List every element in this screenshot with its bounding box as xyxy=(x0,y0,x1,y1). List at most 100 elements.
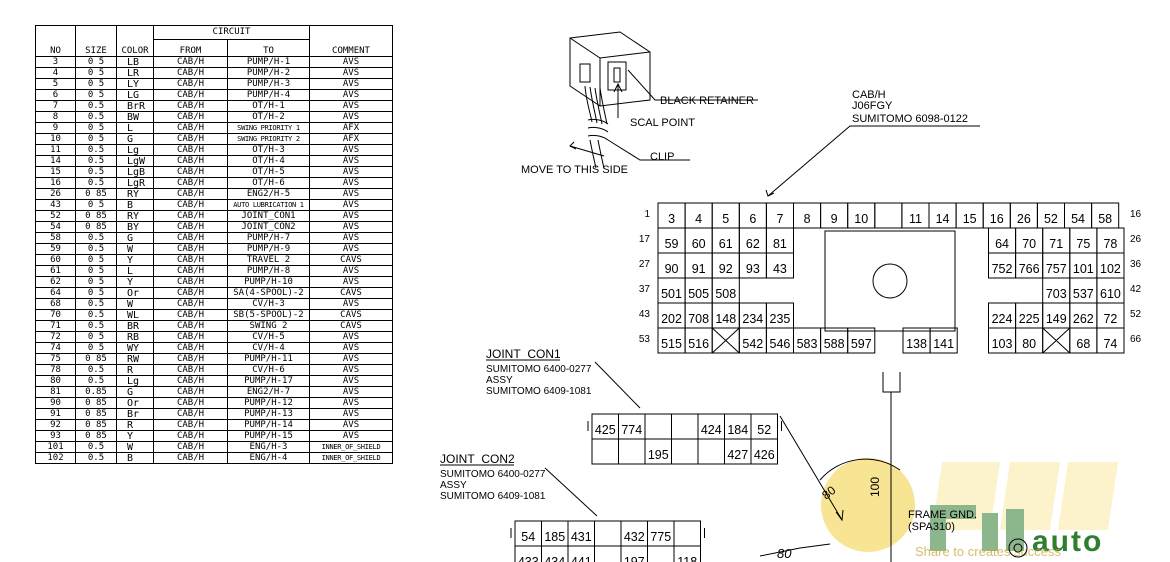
pin-number: 515 xyxy=(661,337,682,351)
pin-number: 54 xyxy=(521,530,535,544)
scal-point-label: SCAL POINT xyxy=(630,117,695,129)
pin-number: 102 xyxy=(1100,262,1121,276)
pin-number: 546 xyxy=(770,337,791,351)
jc2-line1: SUMITOMO 6400-0277 xyxy=(440,469,546,480)
pin-number: 583 xyxy=(797,337,818,351)
pin-cell xyxy=(644,413,672,440)
pin-number: 92 xyxy=(719,262,733,276)
pin-number: 195 xyxy=(648,448,669,462)
jc1-leader-line xyxy=(594,361,641,409)
pin-number: 71 xyxy=(1049,237,1063,251)
pin-number: 7 xyxy=(776,212,783,226)
pin-number: 235 xyxy=(770,312,791,326)
pin-number: 185 xyxy=(544,530,565,544)
pin-number: 138 xyxy=(906,337,927,351)
pin-number: 508 xyxy=(715,287,736,301)
jc2-line2: ASSY xyxy=(440,480,467,491)
pin-cell xyxy=(697,438,725,465)
pin-cell xyxy=(765,252,795,279)
jc2-leader-line xyxy=(544,467,598,517)
watermark-brand: auto xyxy=(1032,525,1103,558)
row-end-number: 26 xyxy=(1130,234,1142,245)
cab-leader-line xyxy=(767,125,980,197)
jc2-line3: SUMITOMO 6409-1081 xyxy=(440,491,546,502)
jc1-line2: ASSY xyxy=(486,375,513,386)
clip-label: CLIP xyxy=(650,151,674,163)
pin-number: 58 xyxy=(1098,212,1112,226)
pin-number: 14 xyxy=(936,212,950,226)
pin-number: 61 xyxy=(719,237,733,251)
pin-number: 70 xyxy=(1022,237,1036,251)
pin-cell xyxy=(673,520,701,547)
pin-cell xyxy=(750,438,778,465)
pin-number: 9 xyxy=(831,212,838,226)
pin-number: 610 xyxy=(1100,287,1121,301)
pin-number: 3 xyxy=(668,212,675,226)
pin-number: 441 xyxy=(571,555,592,562)
pin-number: 5 xyxy=(722,212,729,226)
jc2-title: JOINT_CON2 xyxy=(440,452,515,466)
pin-number: 537 xyxy=(1073,287,1094,301)
pin-number: 62 xyxy=(746,237,760,251)
pin-number: 72 xyxy=(1103,312,1117,326)
pin-number: 8 xyxy=(804,212,811,226)
pin-number: 184 xyxy=(727,423,748,437)
frame-gnd-part: (SPA310) xyxy=(908,521,955,533)
row-start-number: 53 xyxy=(639,334,651,345)
pin-number: 774 xyxy=(621,423,642,437)
pin-number: 425 xyxy=(595,423,616,437)
pin-cell xyxy=(594,545,622,562)
pin-number: 26 xyxy=(1017,212,1031,226)
pin-number: 432 xyxy=(624,530,645,544)
pin-number: 64 xyxy=(995,237,1009,251)
latch-hole xyxy=(872,263,908,299)
pin-number: 149 xyxy=(1046,312,1067,326)
pin-number: 262 xyxy=(1073,312,1094,326)
pin-number: 141 xyxy=(933,337,954,351)
pin-number: 505 xyxy=(688,287,709,301)
pin-number: 75 xyxy=(1076,237,1090,251)
pin-number: 588 xyxy=(824,337,845,351)
pin-number: 597 xyxy=(851,337,872,351)
jc1-line3: SUMITOMO 6409-1081 xyxy=(486,386,592,397)
pin-cell xyxy=(671,413,699,440)
pin-number: 757 xyxy=(1046,262,1067,276)
pin-number: 148 xyxy=(715,312,736,326)
harness-lines xyxy=(759,372,901,562)
move-to-this-side-label: MOVE TO THIS SIDE xyxy=(521,164,628,176)
pin-number: 433 xyxy=(518,555,539,562)
pin-number: 101 xyxy=(1073,262,1094,276)
jc1-line1: SUMITOMO 6400-0277 xyxy=(486,364,592,375)
pin-cell xyxy=(874,202,903,229)
connector-key xyxy=(824,230,956,332)
pin-cell xyxy=(929,327,958,354)
cab-part: J06FGY xyxy=(852,100,893,112)
pin-number: 766 xyxy=(1019,262,1040,276)
pin-cell xyxy=(618,438,646,465)
pin-number: 59 xyxy=(665,237,679,251)
row-end-number: 66 xyxy=(1130,334,1142,345)
connector-latch xyxy=(587,421,782,431)
pin-number: 90 xyxy=(665,262,679,276)
pin-number: 103 xyxy=(992,337,1013,351)
pin-number: 427 xyxy=(727,448,748,462)
pin-cell xyxy=(594,520,622,547)
pin-number: 752 xyxy=(992,262,1013,276)
